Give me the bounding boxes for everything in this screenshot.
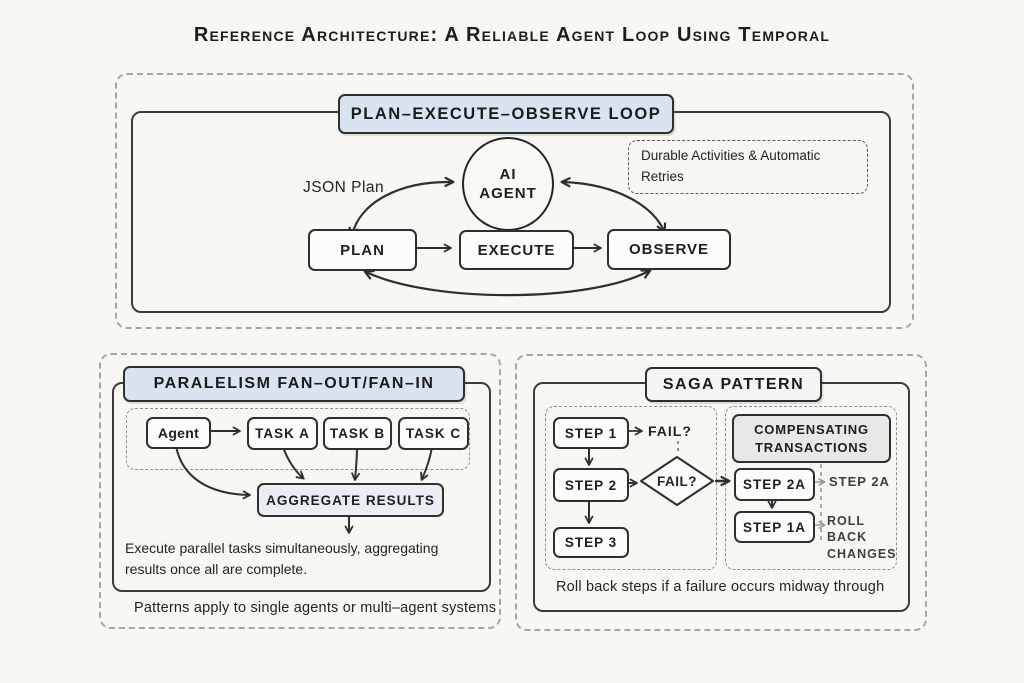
step-2a-box: STEP 2A	[734, 468, 815, 501]
step-2-box: STEP 2	[553, 468, 629, 502]
ai-agent-circle: AI AGENT	[462, 137, 554, 231]
arrow-plan-agent	[348, 176, 455, 238]
durable-activities-note: Durable Activities & Automatic Retries	[628, 140, 868, 194]
fanout-agent-box: Agent	[146, 417, 211, 449]
rollback-changes-annotation: ROLL BACK CHANGES	[827, 514, 897, 561]
step-3-box: STEP 3	[553, 527, 629, 558]
saga-steps-frame	[545, 406, 717, 570]
arrow-task-c-to-aggregate	[420, 446, 433, 481]
step-1a-box: STEP 1A	[734, 511, 815, 543]
arrow-task-b-to-aggregate	[351, 446, 360, 481]
compensating-transactions-label: COMPENSATING TRANSACTIONS	[754, 421, 869, 455]
task-c-box: TASK C	[398, 417, 469, 450]
loop-section-outer-frame	[115, 73, 914, 329]
json-plan-label: JSON Plan	[303, 179, 385, 196]
execute-box: EXECUTE	[459, 230, 574, 270]
page-title: Reference Architecture: A Reliable Agent…	[193, 24, 831, 46]
arrow-agent-observe	[560, 177, 667, 234]
arrow-agent-to-aggregate	[175, 445, 251, 500]
saga-section-title: SAGA PATTERN	[645, 367, 822, 402]
fanout-footer: Patterns apply to single agents or multi…	[134, 600, 497, 616]
saga-compensation-frame	[725, 406, 897, 570]
observe-box: OBSERVE	[607, 229, 731, 270]
task-b-box: TASK B	[323, 417, 392, 450]
step-1-box: STEP 1	[553, 417, 629, 449]
fanout-section-outer-frame	[99, 353, 501, 629]
fail-question-label: FAIL?	[648, 423, 692, 439]
aggregate-results-box: AGGREGATE RESULTS	[257, 483, 444, 517]
fail-decision-diamond	[640, 456, 714, 506]
fanout-section-title: PARALELISM FAN–OUT/FAN–IN	[123, 366, 465, 402]
saga-section-outer-frame	[515, 354, 927, 631]
arrow-observe-plan-return	[363, 269, 652, 297]
fanout-description: Execute parallel tasks simultaneously, a…	[125, 540, 439, 577]
fail-diamond-label: FAIL?	[657, 474, 697, 489]
arrow-task-a-to-aggregate	[282, 446, 305, 480]
step-2a-annotation: STEP 2A	[829, 474, 890, 489]
loop-section-title: PLAN–EXECUTE–OBSERVE LOOP	[338, 94, 674, 134]
ai-agent-label: AI AGENT	[479, 165, 537, 203]
saga-footer: Roll back steps if a failure occurs midw…	[556, 579, 885, 595]
compensating-transactions-box: COMPENSATING TRANSACTIONS	[732, 414, 891, 463]
fanout-tasks-frame	[126, 408, 470, 470]
task-a-box: TASK A	[247, 417, 318, 450]
plan-box: PLAN	[308, 229, 417, 271]
